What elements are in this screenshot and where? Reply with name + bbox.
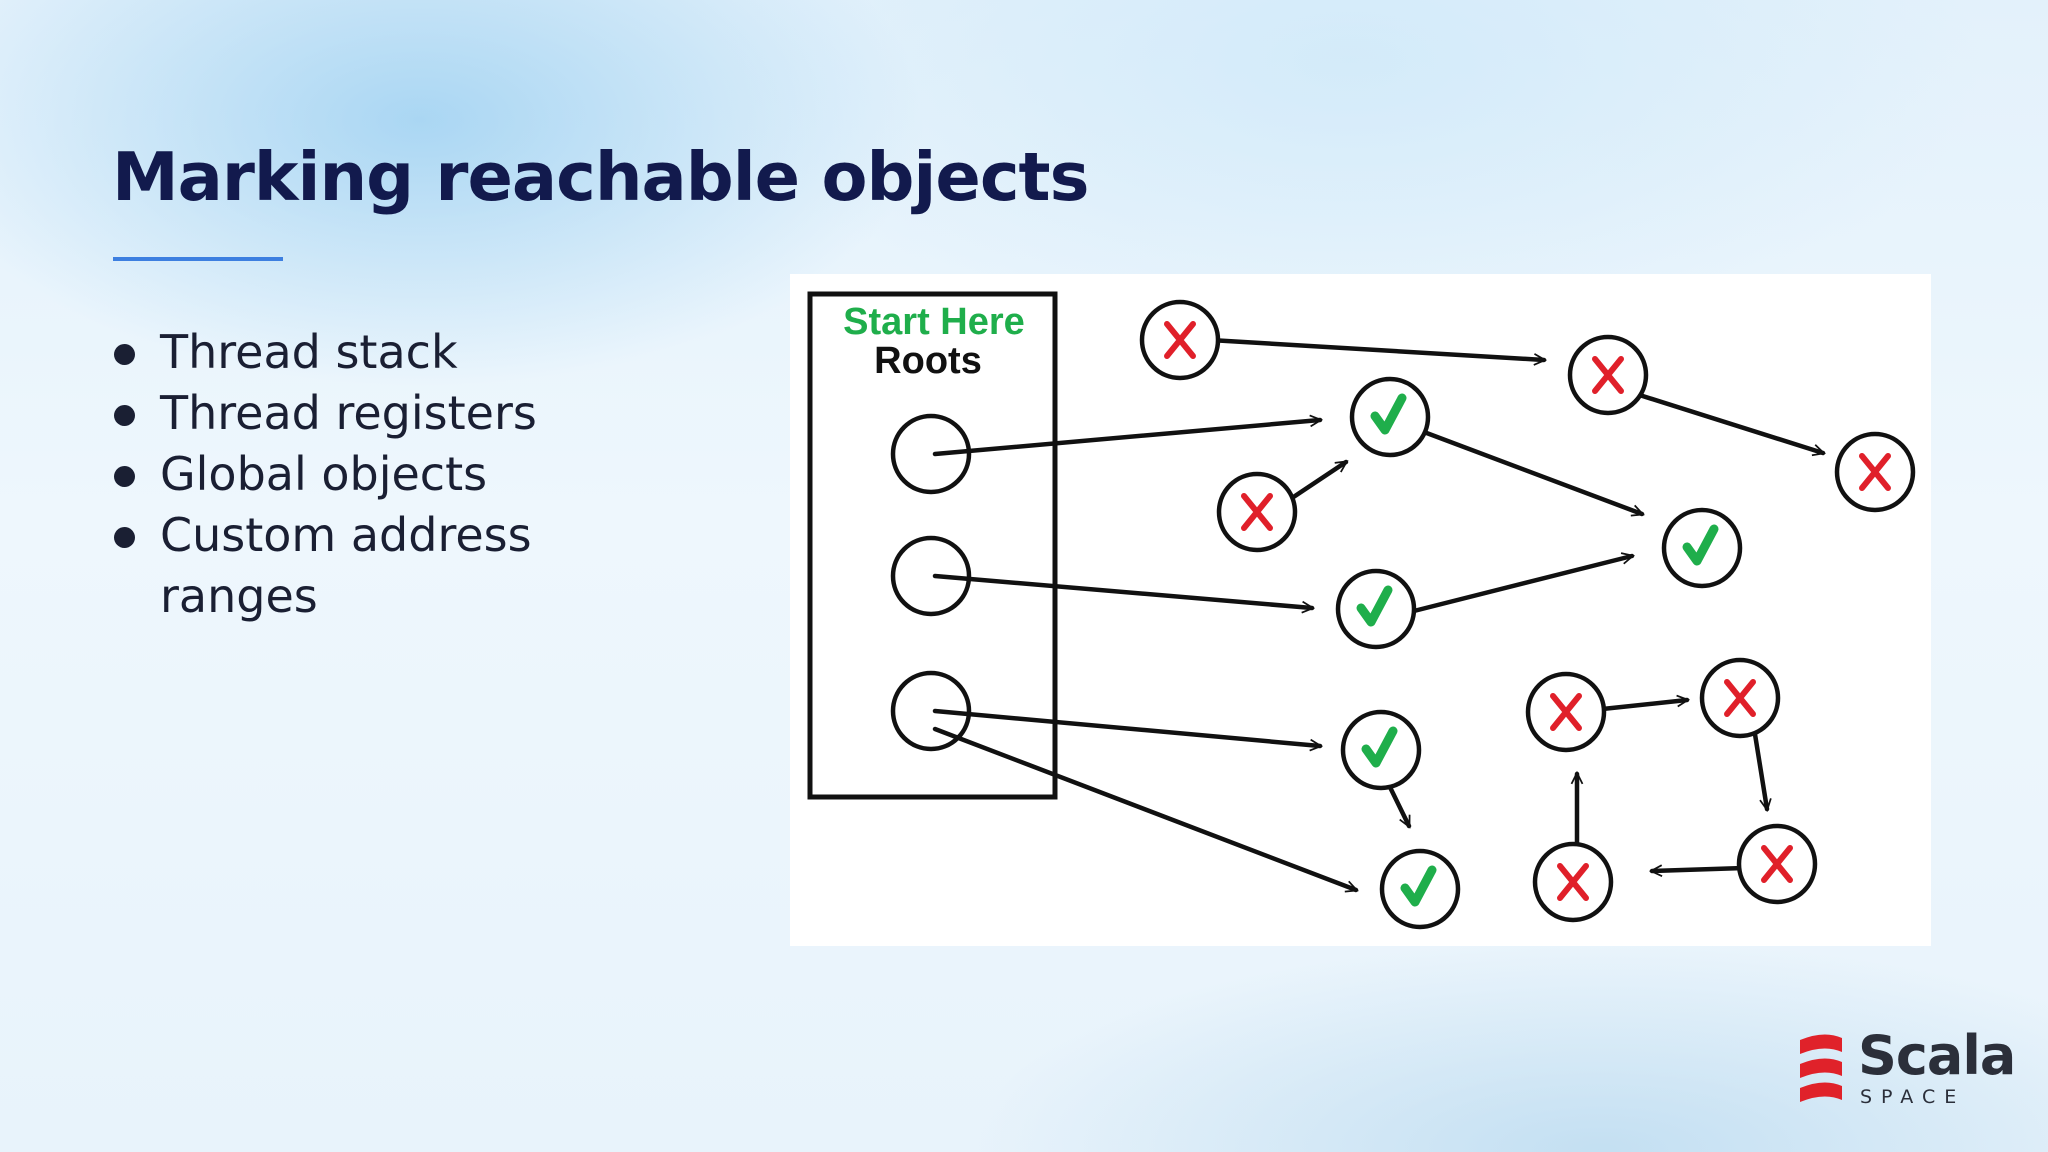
circle-check-icon <box>1335 568 1417 650</box>
reference-arrow <box>1648 864 1747 877</box>
roots-box <box>807 291 1058 800</box>
circle-check-icon <box>1349 376 1431 458</box>
reference-arrow <box>932 726 1359 893</box>
logo-wordmark: Scala <box>1858 1024 2016 1087</box>
bullet-item: Custom address ranges <box>112 505 680 627</box>
bullet-text: Thread stack <box>160 325 458 379</box>
scala-space-logo: Scala SPACE <box>1794 1024 2016 1114</box>
bullet-dot <box>114 344 135 365</box>
circle-check-icon <box>1661 507 1743 589</box>
reference-arrow <box>1405 423 1645 517</box>
circle-cross-icon <box>1525 671 1607 753</box>
bullet-dot <box>114 466 135 487</box>
bullet-dot <box>114 527 135 548</box>
bullet-item: Thread stack <box>112 322 680 383</box>
bullet-list: Thread stack Thread registers Global obj… <box>112 322 680 627</box>
scala-logo-icon <box>1800 1034 1842 1102</box>
reference-arrow <box>1627 389 1826 457</box>
circle-check-icon <box>1340 709 1422 791</box>
circle-cross-icon <box>1834 431 1916 513</box>
bullet-dot <box>114 405 135 426</box>
reference-arrow <box>1399 552 1635 617</box>
reference-arrow <box>1207 337 1548 366</box>
title-underline <box>113 257 283 261</box>
reference-arrow <box>932 414 1324 457</box>
roots-label: Roots <box>874 340 982 382</box>
root-node <box>890 535 972 617</box>
bullet-text: Thread registers <box>160 386 537 440</box>
root-node <box>890 413 972 495</box>
circle-check-icon <box>1379 848 1461 930</box>
slide-title: Marking reachable objects <box>112 138 1089 216</box>
bullet-text: Global objects <box>160 447 488 501</box>
reference-arrow <box>1590 694 1691 713</box>
root-node <box>890 670 972 752</box>
bullet-text: Custom address ranges <box>160 508 532 623</box>
bullet-item: Thread registers <box>112 383 680 444</box>
circle-cross-icon <box>1139 299 1221 381</box>
circle-cross-icon <box>1699 657 1781 739</box>
reference-arrow <box>932 708 1324 752</box>
start-here-label: Start Here <box>843 301 1025 343</box>
reachability-diagram-svg: Start Here Roots <box>807 291 1916 930</box>
bullet-item: Global objects <box>112 444 680 505</box>
circle-cross-icon <box>1216 471 1298 553</box>
reference-arrow <box>1751 725 1772 813</box>
circle-cross-icon <box>1567 334 1649 416</box>
reachability-diagram: Start Here Roots <box>790 274 1931 946</box>
circle-cross-icon <box>1736 823 1818 905</box>
circle-cross-icon <box>1532 841 1614 923</box>
logo-subtitle: SPACE <box>1860 1086 1966 1108</box>
reference-arrow <box>932 573 1316 614</box>
